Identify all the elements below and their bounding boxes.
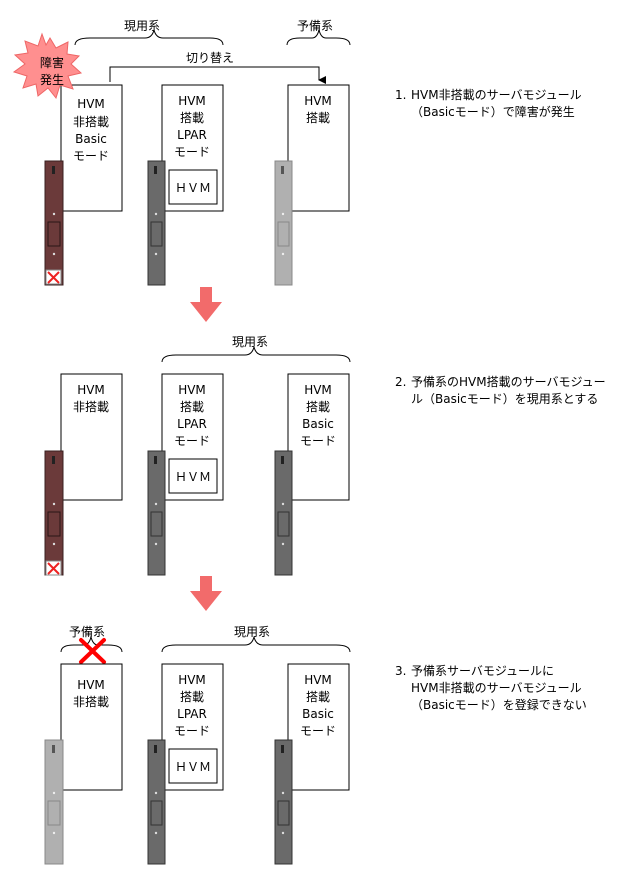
- module2-hvm: HVM: [178, 94, 206, 108]
- step1-line1: HVM非搭載のサーバモジュール: [411, 88, 582, 102]
- failure-x-icon: [47, 271, 60, 284]
- switchover-arrow: [109, 66, 326, 84]
- cannot-register-x-icon: [79, 638, 106, 664]
- step3-line2: HVM非搭載のサーバモジュール: [411, 681, 582, 695]
- step2-number: 2.: [395, 375, 406, 389]
- standby-group-brace: [286, 29, 351, 46]
- module3-with-hvm: 搭載: [306, 111, 330, 125]
- module2-hvm-inner: ＨＶＭ: [175, 181, 211, 195]
- module2c-hvm: HVM: [178, 673, 206, 687]
- active-group-brace-2: [161, 346, 351, 363]
- module1c-no-hvm: 非搭載: [73, 695, 109, 709]
- module3b-hvm: HVM: [304, 383, 332, 397]
- server-module-1-box: [60, 84, 123, 212]
- module2c-with-hvm: 搭載: [180, 690, 204, 704]
- module2c-hvm-inner: ＨＶＭ: [175, 760, 211, 774]
- hvm-inner-box-3: [168, 748, 218, 784]
- switchover-label: 切り替え: [186, 51, 234, 65]
- module3c-mode: モード: [300, 724, 336, 738]
- active-group-label-2: 現用系: [232, 335, 268, 349]
- module1-hvm: HVM: [77, 97, 105, 111]
- module2b-lpar: LPAR: [177, 417, 207, 431]
- module3c-hvm: HVM: [304, 673, 332, 687]
- module2-lpar: LPAR: [177, 128, 207, 142]
- blade-active-2: [147, 160, 166, 286]
- blade-standby-1c: [44, 739, 64, 865]
- failure-line1: 障害: [40, 55, 64, 70]
- step2-group: 現用系 HVM 非搭載 HVM 搭載 LPAR モード ＨＶＭ HVM 搭載 B…: [44, 335, 606, 576]
- failure-burst-icon: 障害 発生: [12, 32, 83, 100]
- active-group-label-3: 現用系: [234, 625, 270, 639]
- module3b-mode: モード: [300, 434, 336, 448]
- module2b-mode: モード: [174, 434, 210, 448]
- step1-number: 1.: [395, 88, 406, 102]
- hvm-inner-box: [168, 169, 218, 205]
- module1b-no-hvm: 非搭載: [73, 400, 109, 414]
- step3-group: 予備系 現用系 HVM 非搭載 HVM 搭載 LPAR モード ＨＶＭ HVM …: [44, 624, 587, 865]
- blade-active-2c: [147, 739, 166, 865]
- active-group-brace: [74, 29, 224, 46]
- module3-hvm: HVM: [304, 94, 332, 108]
- module3b-with-hvm: 搭載: [306, 400, 330, 414]
- blade-active-3b: [274, 450, 293, 576]
- server-module-1-box-3: [60, 663, 123, 791]
- module1b-hvm: HVM: [77, 383, 105, 397]
- step3-number: 3.: [395, 664, 406, 678]
- module2-with-hvm: 搭載: [180, 111, 204, 125]
- step2-line1: 予備系のHVM搭載のサーバモジュー: [411, 374, 606, 389]
- blade-active-2b: [147, 450, 166, 576]
- failure-line2: 発生: [40, 73, 64, 87]
- module1-basic: Basic: [75, 132, 107, 146]
- blade-failed-1: [44, 160, 64, 286]
- blade-failed-1b: [44, 450, 64, 576]
- server-module-3-box-2: [287, 373, 350, 501]
- module2b-with-hvm: 搭載: [180, 400, 204, 414]
- module2c-lpar: LPAR: [177, 707, 207, 721]
- down-arrow-2: [190, 576, 222, 611]
- step2-line2: ル（Basicモード）を現用系とする: [411, 392, 598, 406]
- module3c-basic: Basic: [302, 707, 334, 721]
- standby-group-brace-3: [60, 636, 123, 653]
- hvm-inner-box-2: [168, 458, 218, 494]
- module2b-hvm-inner: ＨＶＭ: [175, 470, 211, 484]
- standby-group-label: 予備系: [297, 18, 333, 33]
- active-group-label: 現用系: [124, 19, 160, 33]
- active-group-brace-3: [161, 636, 351, 653]
- step1-group: 現用系 予備系 切り替え HVM 非搭載 Basic モード 障害 発生 HVM: [12, 18, 582, 286]
- module2c-mode: モード: [174, 724, 210, 738]
- server-module-3-box: [287, 84, 350, 212]
- module1c-hvm: HVM: [77, 678, 105, 692]
- blade-standby-3: [274, 160, 293, 286]
- step3-line1: 予備系サーバモジュールに: [411, 663, 554, 678]
- module1-mode: モード: [73, 149, 109, 163]
- module2-mode: モード: [174, 145, 210, 159]
- module3c-with-hvm: 搭載: [306, 690, 330, 704]
- standby-group-label-3: 予備系: [69, 624, 105, 639]
- module2b-hvm: HVM: [178, 383, 206, 397]
- blade-active-3c: [274, 739, 293, 865]
- server-module-1-box-2: [60, 373, 123, 501]
- module3b-basic: Basic: [302, 417, 334, 431]
- down-arrow-1: [190, 287, 222, 322]
- server-module-3-box-3: [287, 663, 350, 791]
- step1-line2: （Basicモード）で障害が発生: [411, 104, 575, 119]
- step3-line3: （Basicモード）を登録できない: [411, 697, 587, 712]
- module1-no-hvm: 非搭載: [73, 115, 109, 129]
- failure-x-icon: [47, 562, 60, 575]
